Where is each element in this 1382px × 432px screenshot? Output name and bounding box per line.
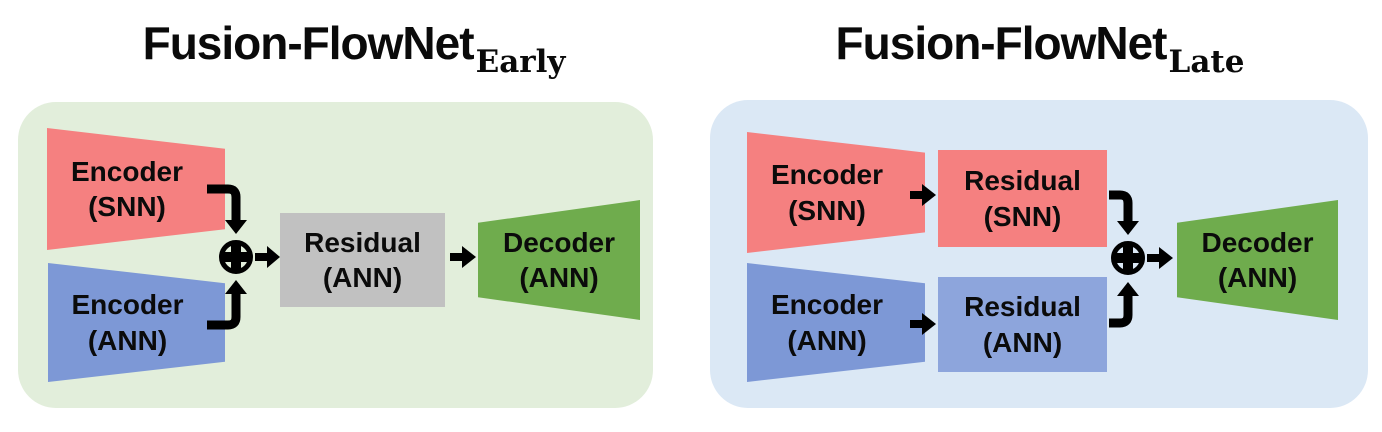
title-fusion-flownet-late: Fusion-FlowNetLate (740, 16, 1340, 80)
bracket-arrow-down-icon (1109, 190, 1139, 235)
bracket-arrow-up-icon (1109, 282, 1139, 328)
block-residual-ann: Residual (ANN) (938, 277, 1107, 372)
title-late-main: Fusion-FlowNet (835, 17, 1168, 69)
title-early-subscript: Early (475, 44, 566, 80)
flow-arrow-icon (450, 246, 476, 268)
block-residual-snn: Residual (SNN) (938, 150, 1107, 247)
title-late-subscript: Late (1168, 44, 1245, 80)
flow-arrow-icon (255, 246, 280, 268)
flow-arrow-icon (1147, 247, 1173, 269)
title-fusion-flownet-early: Fusion-FlowNetEarly (54, 16, 654, 80)
block-decoder-ann: Decoder (ANN) (1177, 200, 1338, 320)
block-encoder-snn: Encoder (SNN) (747, 132, 925, 253)
title-early-main: Fusion-FlowNet (142, 17, 475, 69)
panel-early-fusion: Encoder (SNN) Encoder (ANN) Residual (AN… (18, 102, 653, 408)
sum-plus-icon (219, 240, 253, 274)
block-encoder-snn: Encoder (SNN) (47, 128, 225, 250)
block-residual-ann: Residual (ANN) (280, 213, 445, 307)
panel-late-fusion: Encoder (SNN) Residual (SNN) Encoder (AN… (710, 100, 1368, 408)
sum-plus-icon (1111, 241, 1145, 275)
block-encoder-ann: Encoder (ANN) (747, 263, 925, 382)
block-encoder-ann: Encoder (ANN) (48, 263, 225, 382)
block-decoder-ann: Decoder (ANN) (478, 200, 640, 320)
